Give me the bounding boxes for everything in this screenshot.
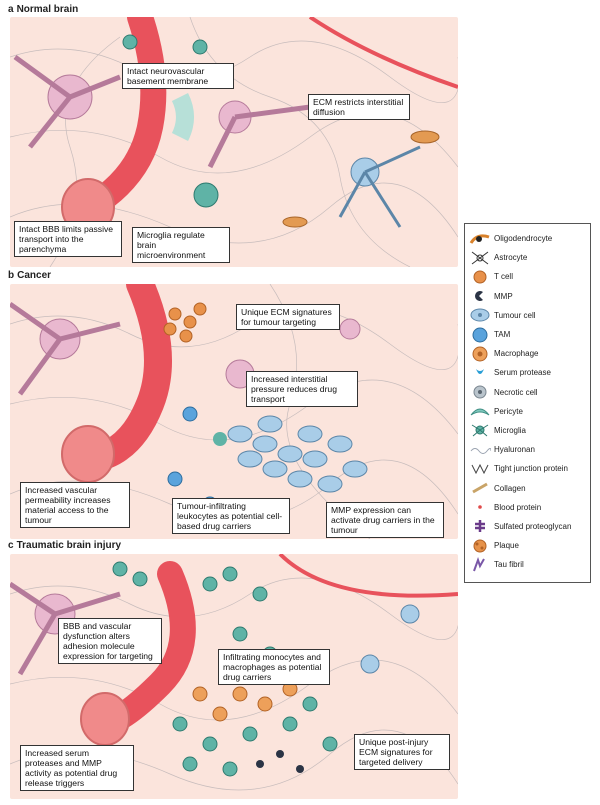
legend-item: Blood protein <box>469 498 586 517</box>
legend-label: Astrocyte <box>494 253 528 263</box>
legend-label: Plaque <box>494 541 519 551</box>
legend-item: TAM <box>469 325 586 344</box>
callout-serum-proteases: Increased serum proteases and MMP activi… <box>20 745 134 791</box>
legend-item: Serum protease <box>469 363 586 382</box>
legend-label: Blood protein <box>494 502 542 512</box>
legend-label: MMP <box>494 291 513 301</box>
callout-bbb-dysfunction: BBB and vascular dysfunction alters adhe… <box>58 618 162 664</box>
legend-item: Tumour cell <box>469 306 586 325</box>
legend-label: Tight junction protein <box>494 464 568 474</box>
legend-item: Macrophage <box>469 344 586 363</box>
legend-item: Tight junction protein <box>469 459 586 478</box>
callout-vascular-permeability: Increased vascular permeability increase… <box>20 482 130 528</box>
legend-item: T cell <box>469 267 586 286</box>
legend-label: Collagen <box>494 483 526 493</box>
legend-item: Plaque <box>469 536 586 555</box>
necrotic-cell-icon <box>473 385 487 399</box>
panel-a-normal-brain: Intact neurovascular basement membrane E… <box>10 17 458 267</box>
panel-b-cancer: Unique ECM signatures for tumour targeti… <box>10 284 458 539</box>
tight-junction-icon <box>471 463 489 474</box>
callout-mmp-expression: MMP expression can activate drug carrier… <box>326 502 444 538</box>
tumour-cell-icon <box>470 308 490 322</box>
blood-protein-icon <box>478 505 482 510</box>
legend-item: Astrocyte <box>469 248 586 267</box>
t-cell-icon <box>473 270 487 284</box>
legend-item: Sulfated proteoglycan <box>469 517 586 536</box>
legend-label: Sulfated proteoglycan <box>494 521 572 531</box>
legend-item: Hyaluronan <box>469 440 586 459</box>
serum-protease-icon <box>476 368 484 374</box>
legend-label: Hyaluronan <box>494 445 535 455</box>
tam-icon <box>472 327 488 343</box>
callout-infiltrating-monocytes: Infiltrating monocytes and macrophages a… <box>218 649 330 685</box>
callout-ecm-restricts-diffusion: ECM restricts interstitial diffusion <box>308 94 410 120</box>
legend-item: Pericyte <box>469 402 586 421</box>
pericyte-icon <box>470 408 490 416</box>
macrophage-icon <box>472 346 488 362</box>
callout-tumour-infiltrating-leukocytes: Tumour-infiltrating leukocytes as potent… <box>172 498 290 534</box>
callout-intact-bbb: Intact BBB limits passive transport into… <box>14 221 122 257</box>
legend-label: Tau fibril <box>494 560 524 570</box>
legend-label: Macrophage <box>494 349 539 359</box>
legend-item: Tau fibril <box>469 555 586 574</box>
legend-item: Collagen <box>469 478 586 497</box>
legend-label: Tumour cell <box>494 310 536 320</box>
hyaluronan-icon <box>470 447 491 454</box>
legend-label: Necrotic cell <box>494 387 538 397</box>
legend-label: Serum protease <box>494 368 551 378</box>
mmp-icon <box>475 291 483 302</box>
panel-c-traumatic-brain-injury: BBB and vascular dysfunction alters adhe… <box>10 554 458 799</box>
callout-intact-basement-membrane: Intact neurovascular basement membrane <box>122 63 234 89</box>
legend-item: Oligodendrocyte <box>469 229 586 248</box>
oligodendrocyte-icon <box>469 233 490 244</box>
legend-label: Pericyte <box>494 406 523 416</box>
plaque-icon <box>473 539 487 553</box>
callout-microglia-regulate: Microglia regulate brain microenvironmen… <box>132 227 230 263</box>
legend-label: T cell <box>494 272 513 282</box>
callout-post-injury-ecm: Unique post-injury ECM signatures for ta… <box>354 734 450 770</box>
tau-fibril-icon <box>473 556 485 572</box>
legend-label: Oligodendrocyte <box>494 234 553 244</box>
legend-label: TAM <box>494 330 511 340</box>
astrocyte-icon <box>471 251 489 265</box>
legend-item: Necrotic cell <box>469 383 586 402</box>
callout-interstitial-pressure: Increased interstitial pressure reduces … <box>246 371 358 407</box>
sulfated-proteoglycan-icon <box>475 520 485 533</box>
legend-label: Microglia <box>494 425 527 435</box>
callout-unique-ecm-tumour: Unique ECM signatures for tumour targeti… <box>236 304 340 330</box>
microglia-icon <box>471 425 489 437</box>
legend-item: MMP <box>469 287 586 306</box>
legend-item: Microglia <box>469 421 586 440</box>
collagen-icon <box>472 482 488 494</box>
